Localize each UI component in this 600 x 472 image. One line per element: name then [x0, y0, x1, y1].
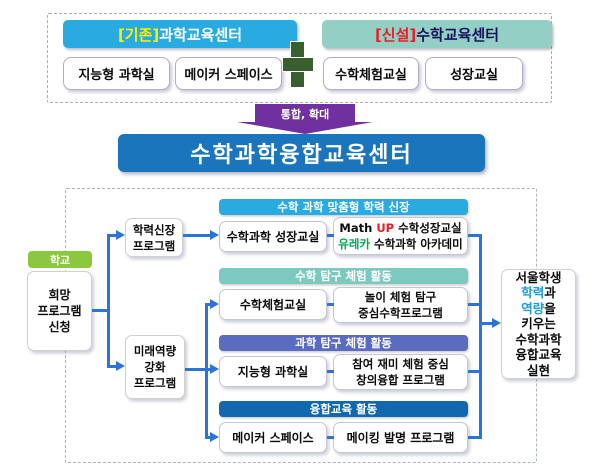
- row4-right-box: 메이킹 발명 프로그램: [333, 422, 468, 453]
- program1-line-2: 프로그램: [132, 238, 176, 253]
- row3-right-box: 참여 재미 체험 중심 창의융합 프로그램: [333, 354, 468, 390]
- connector-row2-pair: [327, 303, 334, 306]
- result-line-2-rest: 과: [544, 285, 556, 301]
- math-item-growth-class: 성장교실: [425, 57, 523, 90]
- result-highlight-yeokryang: 역량: [521, 300, 545, 316]
- section2-header: 수학 탐구 체험 활동: [219, 268, 468, 284]
- plus-icon-bar: [283, 58, 313, 71]
- row1-right-box: Math UP 수학성장교실 유레카 수학과학 아카데미: [333, 217, 468, 255]
- request-line-1: 희망: [48, 288, 71, 302]
- down-arrow-icon: [237, 122, 373, 134]
- section1-header: 수학 과학 맞춤형 학력 신장: [219, 199, 468, 215]
- result-line-7: 실현: [526, 362, 550, 378]
- arrow-row2-icon: [210, 299, 219, 309]
- result-line-1: 서울학생: [515, 270, 562, 286]
- program-box-future-capability: 미래역량 강화 프로그램: [125, 335, 185, 399]
- result-line-3-rest: 을: [544, 300, 556, 316]
- math-center-tag: [신설]: [374, 25, 417, 44]
- eureka-suffix: 수학과학 아카데미: [370, 237, 463, 251]
- connector-row3-collector: [468, 370, 482, 373]
- row2-right-line-2: 중심수학프로그램: [358, 306, 443, 320]
- row4-left-box: 메이커 스페이스: [219, 422, 327, 453]
- row3-right-line-1: 참여 재미 체험 중심: [352, 357, 449, 371]
- science-item-smart-lab: 지능형 과학실: [63, 57, 170, 90]
- mathup-up: UP: [376, 221, 395, 235]
- science-center-tag: [기존]: [117, 25, 160, 44]
- result-highlight-hakryeok: 학력: [521, 285, 545, 301]
- result-line-3: 역량을: [521, 301, 556, 316]
- connector-program2-out: [185, 368, 208, 371]
- program1-line-1: 학력신장: [132, 222, 176, 237]
- connector-mid-branch: [205, 303, 208, 439]
- section4-header: 융합교육 활동: [219, 401, 468, 417]
- request-line-2: 프로그램: [37, 304, 82, 318]
- math-item-experience-class: 수학체험교실: [323, 57, 419, 90]
- row2-right-line-1: 놀이 체험 탐구: [364, 290, 437, 304]
- row3-left-box: 지능형 과학실: [219, 356, 327, 387]
- row3-right-line-2: 창의융합 프로그램: [356, 373, 445, 387]
- row2-right-box: 놀이 체험 탐구 중심수학프로그램: [333, 287, 468, 323]
- mathup-suffix: 수학성장교실: [394, 221, 462, 235]
- result-line-2: 학력과: [521, 285, 556, 300]
- school-badge: 학교: [28, 251, 92, 268]
- mathup-prefix: Math: [339, 221, 377, 235]
- program2-line-1: 미래역량: [133, 344, 177, 358]
- top-section-border: [47, 13, 552, 103]
- connector-collector-line: [479, 234, 482, 439]
- science-center-title: 과학교육센터: [159, 25, 243, 44]
- connector-row2-collector: [468, 303, 482, 306]
- connector-to-program1: [110, 234, 117, 237]
- arrow-row3-icon: [210, 364, 219, 374]
- connector-row1-collector: [468, 234, 482, 237]
- transition-label: 통합, 확대: [255, 104, 355, 123]
- connector-row3-pair: [327, 370, 334, 373]
- connector-row1-pair: [327, 234, 334, 237]
- arrow-to-result-icon: [492, 318, 501, 328]
- science-item-maker-space: 메이커 스페이스: [175, 57, 282, 90]
- row1-left-box: 수학과학 성장교실: [219, 221, 327, 252]
- request-line-3: 신청: [48, 320, 71, 334]
- row1-right-line-2: 유레카 수학과학 아카데미: [338, 236, 462, 252]
- connector-left-branch: [107, 234, 110, 368]
- request-box: 희망 프로그램 신청: [27, 271, 92, 351]
- science-center-header: [기존] 과학교육센터: [63, 20, 297, 48]
- connector-to-row3: [205, 368, 210, 371]
- arrow-row4-icon: [210, 432, 219, 442]
- connector-request-out: [92, 309, 110, 312]
- row2-left-box: 수학체험교실: [219, 289, 327, 320]
- connector-to-result: [482, 322, 492, 325]
- result-line-4: 키우는: [521, 316, 556, 332]
- arrow-row1-icon: [210, 230, 219, 240]
- arrow-to-program2-icon: [116, 361, 125, 371]
- connector-program1-row1: [183, 234, 210, 237]
- connector-to-row2: [205, 303, 210, 306]
- connector-row4-pair: [327, 436, 334, 439]
- math-center-title: 수학교육센터: [416, 25, 500, 44]
- program2-line-3: 프로그램: [133, 376, 177, 390]
- arrow-to-program1-icon: [116, 230, 125, 240]
- row1-right-line-1: Math UP 수학성장교실: [339, 220, 461, 236]
- connector-to-program2: [110, 365, 117, 368]
- program2-line-2: 강화: [144, 360, 166, 374]
- connector-to-row4: [205, 436, 210, 439]
- main-title: 수학과학융합교육센터: [118, 134, 485, 172]
- result-line-5: 수학과학: [515, 331, 562, 347]
- connector-row4-collector: [468, 436, 482, 439]
- section3-header: 과학 탐구 체험 활동: [219, 335, 468, 351]
- result-line-6: 융합교육: [515, 347, 562, 363]
- program-box-academic-growth: 학력신장 프로그램: [125, 218, 183, 257]
- result-box: 서울학생 학력과 역량을 키우는 수학과학 융합교육 실현: [501, 269, 576, 379]
- eureka-word: 유레카: [338, 237, 371, 251]
- math-center-header: [신설] 수학교육센터: [322, 20, 552, 48]
